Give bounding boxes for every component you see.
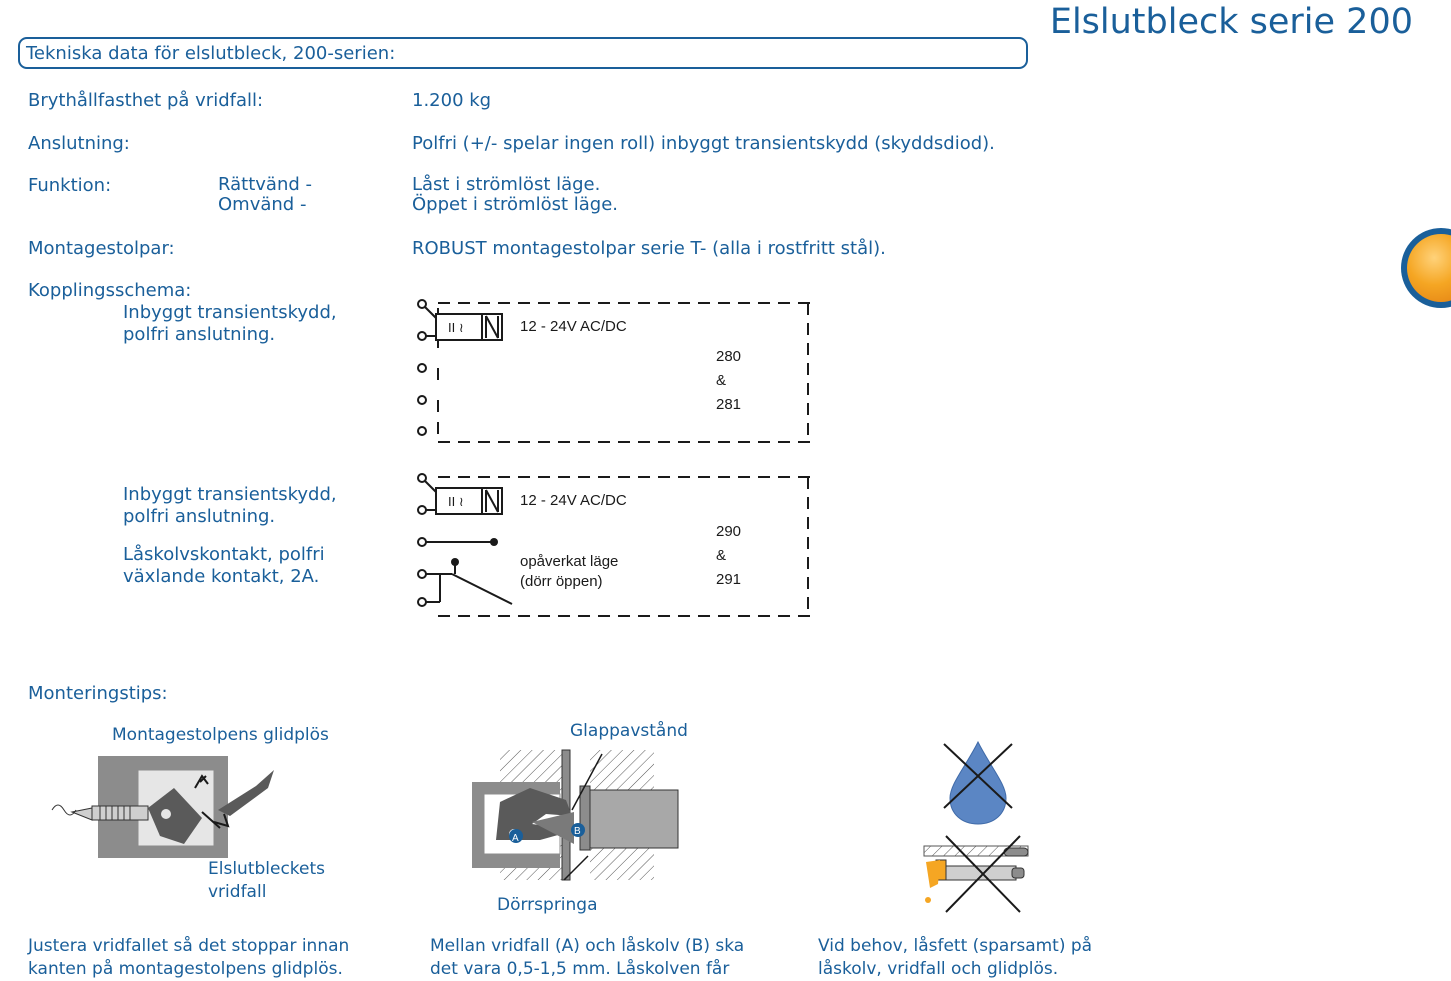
connection-value: Polfri (+/- spelar ingen roll) inbyggt t… [412, 133, 995, 154]
wiring2-voltage: 12 - 24V AC/DC [520, 492, 627, 509]
wiring2-desc-line1: Inbyggt transientskydd, [123, 484, 337, 505]
tip1-caption-line1: Justera vridfallet så det stoppar innan [28, 936, 350, 956]
wiring2-model2: 291 [716, 571, 741, 588]
tip2-caption-line1: Mellan vridfall (A) och låskolv (B) ska [430, 936, 745, 956]
tip1-label-bottom2: vridfall [208, 882, 267, 902]
svg-text:II ≀: II ≀ [448, 494, 464, 509]
tip3-caption-line1: Vid behov, låsfett (sparsamt) på [818, 936, 1093, 956]
function-value-reversed: Öppet i strömlöst läge. [412, 194, 619, 215]
page-title: Elslutbleck serie 200 [1049, 2, 1413, 42]
wiring-diagram-290: II ≀ 12 - 24V AC/DC opåverkat läge (dörr… [417, 473, 810, 617]
wiring2-state-line1: opåverkat läge [520, 553, 618, 570]
wiring2-model1: 290 [716, 523, 741, 540]
tip3-caption-line2: låskolv, vridfall och glidplös. [818, 959, 1059, 979]
tip1-label-bottom1: Elslutbleckets [208, 859, 326, 879]
wiring-label: Kopplingsschema: [28, 280, 192, 301]
connection-label: Anslutning: [28, 133, 130, 154]
tip1-label-top: Montagestolpens glidplös [112, 725, 329, 745]
svg-text:II ≀: II ≀ [448, 320, 464, 335]
tip2-marker-a: A [512, 833, 519, 844]
wiring1-model1: 280 [716, 348, 741, 365]
function-value-upright: Låst i strömlöst läge. [412, 174, 601, 195]
tip1-illustration [51, 756, 274, 858]
banner-text: Tekniska data för elslutbleck, 200-serie… [26, 43, 396, 64]
tip2-caption-line2: det vara 0,5-1,5 mm. Låskolven får [430, 959, 730, 979]
wiring1-voltage: 12 - 24V AC/DC [520, 318, 627, 335]
wiring2-state-line2: (dörr öppen) [520, 573, 603, 590]
tip1-caption-line2: kanten på montagestolpens glidplös. [28, 959, 343, 979]
wiring1-desc-line2: polfri anslutning. [123, 324, 276, 345]
tip2-label-bottom: Dörrspringa [497, 895, 598, 915]
oil-drop-crossed-icon [943, 740, 1013, 825]
tip2-marker-b: B [574, 826, 581, 837]
strength-value: 1.200 kg [412, 90, 492, 111]
function-sub-upright: Rättvänd - [218, 174, 312, 195]
tips-label: Monteringstips: [28, 683, 168, 704]
tip2-illustration: A B [472, 749, 679, 881]
tip2-label-top: Glappavstånd [570, 721, 688, 741]
terminal-icon [417, 473, 427, 607]
section-banner: Tekniska data för elslutbleck, 200-serie… [18, 37, 1028, 69]
wiring1-model-amp: & [716, 372, 726, 389]
terminal-icon [417, 299, 427, 436]
section-tab-marker [1401, 228, 1451, 308]
wiring1-model2: 281 [716, 396, 741, 413]
wiring2-desc-line2: polfri anslutning. [123, 506, 276, 527]
wiring2-desc-line4: växlande kontakt, 2A. [123, 566, 320, 587]
wiring1-desc-line1: Inbyggt transientskydd, [123, 302, 337, 323]
posts-value: ROBUST montagestolpar serie T- (alla i r… [412, 238, 886, 259]
tip3-illustration [923, 740, 1029, 913]
wiring2-model-amp: & [716, 547, 726, 564]
function-label: Funktion: [28, 175, 112, 196]
strength-label: Brythållfasthet på vridfall: [28, 90, 264, 111]
function-sub-reversed: Omvänd - [218, 194, 307, 215]
wiring2-desc-line3: Låskolvskontakt, polfri [123, 544, 325, 565]
wiring-diagram-280: II ≀ 12 - 24V AC/DC 280 & 281 [417, 299, 810, 443]
grease-brush-crossed-icon [923, 835, 1029, 913]
posts-label: Montagestolpar: [28, 238, 175, 259]
